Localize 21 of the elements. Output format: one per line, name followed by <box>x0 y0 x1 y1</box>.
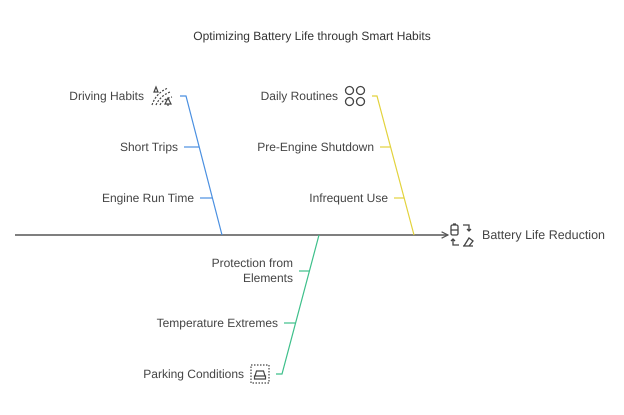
leader-line <box>200 197 212 199</box>
category-label: Daily Routines <box>260 88 338 104</box>
leader-line <box>380 146 391 148</box>
bone-line <box>276 234 320 375</box>
leader-line <box>394 197 404 199</box>
cause-label: Temperature Extremes <box>156 316 278 330</box>
spine-arrow <box>15 231 449 239</box>
diagram-title: Optimizing Battery Life through Smart Habits <box>192 29 432 43</box>
category-label: Parking Conditions <box>143 366 244 382</box>
cause-label: Infrequent Use <box>309 190 388 206</box>
cause-label: Engine Run Time <box>102 190 194 206</box>
category-label: Driving Habits <box>69 88 144 104</box>
effect-label: Battery Life Reduction <box>482 228 605 242</box>
cause-label: Pre-Engine Shutdown <box>257 140 374 154</box>
bone-line <box>180 95 223 236</box>
bone-line <box>372 95 415 236</box>
leader-line <box>299 270 310 272</box>
cause-label: Protection from Elements <box>210 256 293 286</box>
leader-line <box>184 146 200 148</box>
leader-line <box>284 322 296 324</box>
cause-label: Short Trips <box>120 140 178 154</box>
